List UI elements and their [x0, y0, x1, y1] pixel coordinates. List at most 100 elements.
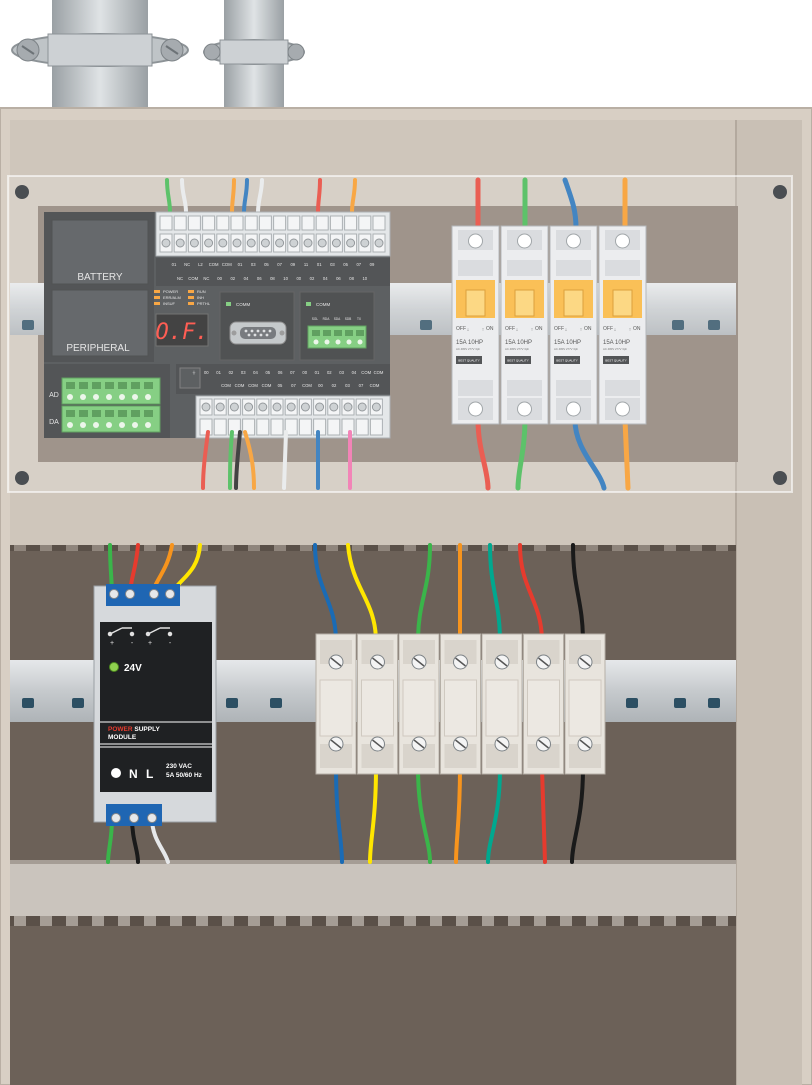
- plc-terminal-label: 01: [172, 262, 177, 267]
- wire-duct-lower: [10, 860, 736, 926]
- duct-finger: [664, 916, 676, 926]
- breaker-rating: 15A 10HP: [554, 340, 581, 346]
- breaker-badge: [456, 356, 482, 364]
- breaker-top-slot: [458, 260, 493, 276]
- status-led: [188, 290, 194, 293]
- plc-terminal-screw: [303, 238, 313, 248]
- psu-title: POWER SUPPLY: [108, 726, 160, 733]
- breaker-top-slot: [605, 260, 640, 276]
- status-led-label: RUN: [197, 289, 206, 294]
- plc-terminal-screw: [286, 402, 296, 412]
- terminal-block-label-area: [319, 679, 353, 737]
- breaker-on-label: ON: [535, 326, 543, 332]
- plc-terminal-label: 10: [283, 276, 288, 281]
- duct-finger: [508, 545, 520, 551]
- breaker-spec: AC 480V 277V 3ph: [554, 347, 578, 351]
- duct-finger: [222, 545, 234, 551]
- duct-finger: [690, 916, 702, 926]
- screw-slot: [330, 739, 342, 749]
- plc-terminal-cover: [369, 418, 383, 436]
- comm-label-1: COMM: [236, 302, 250, 307]
- plc-terminal-label: SGL: [312, 317, 319, 321]
- status-led: [154, 302, 160, 305]
- breaker-badge-text: BEST QUALITY: [605, 359, 626, 363]
- arrow-down-icon: ↓: [565, 327, 568, 333]
- duct-finger: [352, 545, 364, 551]
- breaker-top-slot: [507, 260, 542, 276]
- psu-ground-dot: [111, 768, 121, 778]
- duct-finger: [40, 916, 52, 926]
- screw-slot: [413, 739, 425, 749]
- duct-finger: [560, 916, 572, 926]
- duct-finger: [534, 916, 546, 926]
- breaker-screw: [468, 233, 483, 249]
- plc-terminal-cover: [258, 215, 272, 231]
- breaker-off-label: OFF: [603, 326, 613, 332]
- plc-terminal-screw: [272, 402, 282, 412]
- plc-terminal-label: 06: [278, 370, 283, 375]
- plc-terminal-label: COM: [188, 276, 198, 281]
- plc-terminal-label: 00: [217, 276, 222, 281]
- screw-slot: [372, 657, 383, 667]
- breaker-bottom-slot: [458, 380, 493, 396]
- screw-slot: [413, 657, 425, 667]
- plc-terminal-screw: [260, 238, 270, 248]
- plc-terminal-label: NC: [184, 262, 190, 267]
- plc-terminal-label: 08: [349, 276, 354, 281]
- plc-terminal-cover: [202, 215, 216, 231]
- breaker-off-label: OFF: [554, 326, 564, 332]
- breaker-screw: [517, 233, 532, 249]
- duct-finger: [534, 545, 546, 551]
- plc-controller: BATTERY PERIPHERAL AD DA: [44, 211, 391, 439]
- plc-terminal-label: 05: [278, 383, 283, 388]
- duct-finger: [430, 916, 442, 926]
- status-led-label: PRTHL: [197, 301, 211, 306]
- breaker-screw: [468, 401, 483, 417]
- terminal-block: [357, 633, 398, 775]
- plc-bottom-terminal-strip: [195, 395, 391, 439]
- plc-terminal-label: TX: [357, 317, 362, 321]
- duct-finger: [274, 916, 286, 926]
- plc-terminal-screw: [161, 238, 171, 248]
- plc-terminal-screw: [218, 238, 228, 248]
- plc-terminal-label: 08: [270, 276, 275, 281]
- screw-slot: [330, 657, 342, 667]
- plc-terminal-label: COM: [222, 262, 232, 267]
- plc-terminal-screw: [201, 402, 211, 412]
- duct-finger: [92, 916, 104, 926]
- plc-terminal-label: 11: [304, 262, 309, 267]
- arrow-up-icon: ↑: [482, 327, 485, 333]
- plc-terminal-cover: [301, 215, 315, 231]
- duct-finger: [326, 545, 338, 551]
- breaker-bottom-slot: [605, 380, 640, 396]
- plc-terminal-screw: [204, 238, 214, 248]
- plc-terminal-label: COM: [361, 370, 371, 375]
- da-terminal-block: [61, 405, 161, 433]
- plc-terminal-label: 03: [241, 370, 246, 375]
- breaker-off-label: OFF: [456, 326, 466, 332]
- plc-terminal-cover: [284, 418, 298, 436]
- status-led: [154, 296, 160, 299]
- plc-terminal-screw: [374, 238, 384, 248]
- plc-terminal-label: 07: [291, 383, 296, 388]
- terminal-block: [523, 633, 564, 775]
- duct-finger: [196, 545, 208, 551]
- breaker-badge: [505, 356, 531, 364]
- plc-terminal-screw: [215, 402, 225, 412]
- terminal-block-label-area: [527, 679, 560, 737]
- breaker-on-label: ON: [486, 326, 494, 332]
- plc-terminal-label: COM: [374, 370, 384, 375]
- status-led-label: INH: [197, 295, 204, 300]
- status-led: [188, 296, 194, 299]
- plc-terminal-label: 02: [229, 370, 234, 375]
- breaker-handle: [563, 289, 584, 317]
- din-rail-upper-slots: [22, 320, 720, 330]
- psu-n-label: N: [129, 767, 138, 781]
- plc-terminal-label: L2: [198, 262, 203, 267]
- pipe-clamp-left: [11, 33, 189, 67]
- arrow-up-icon: ↑: [629, 327, 632, 333]
- psu-title-red: POWER: [108, 726, 133, 733]
- plc-terminal-cover: [315, 215, 329, 231]
